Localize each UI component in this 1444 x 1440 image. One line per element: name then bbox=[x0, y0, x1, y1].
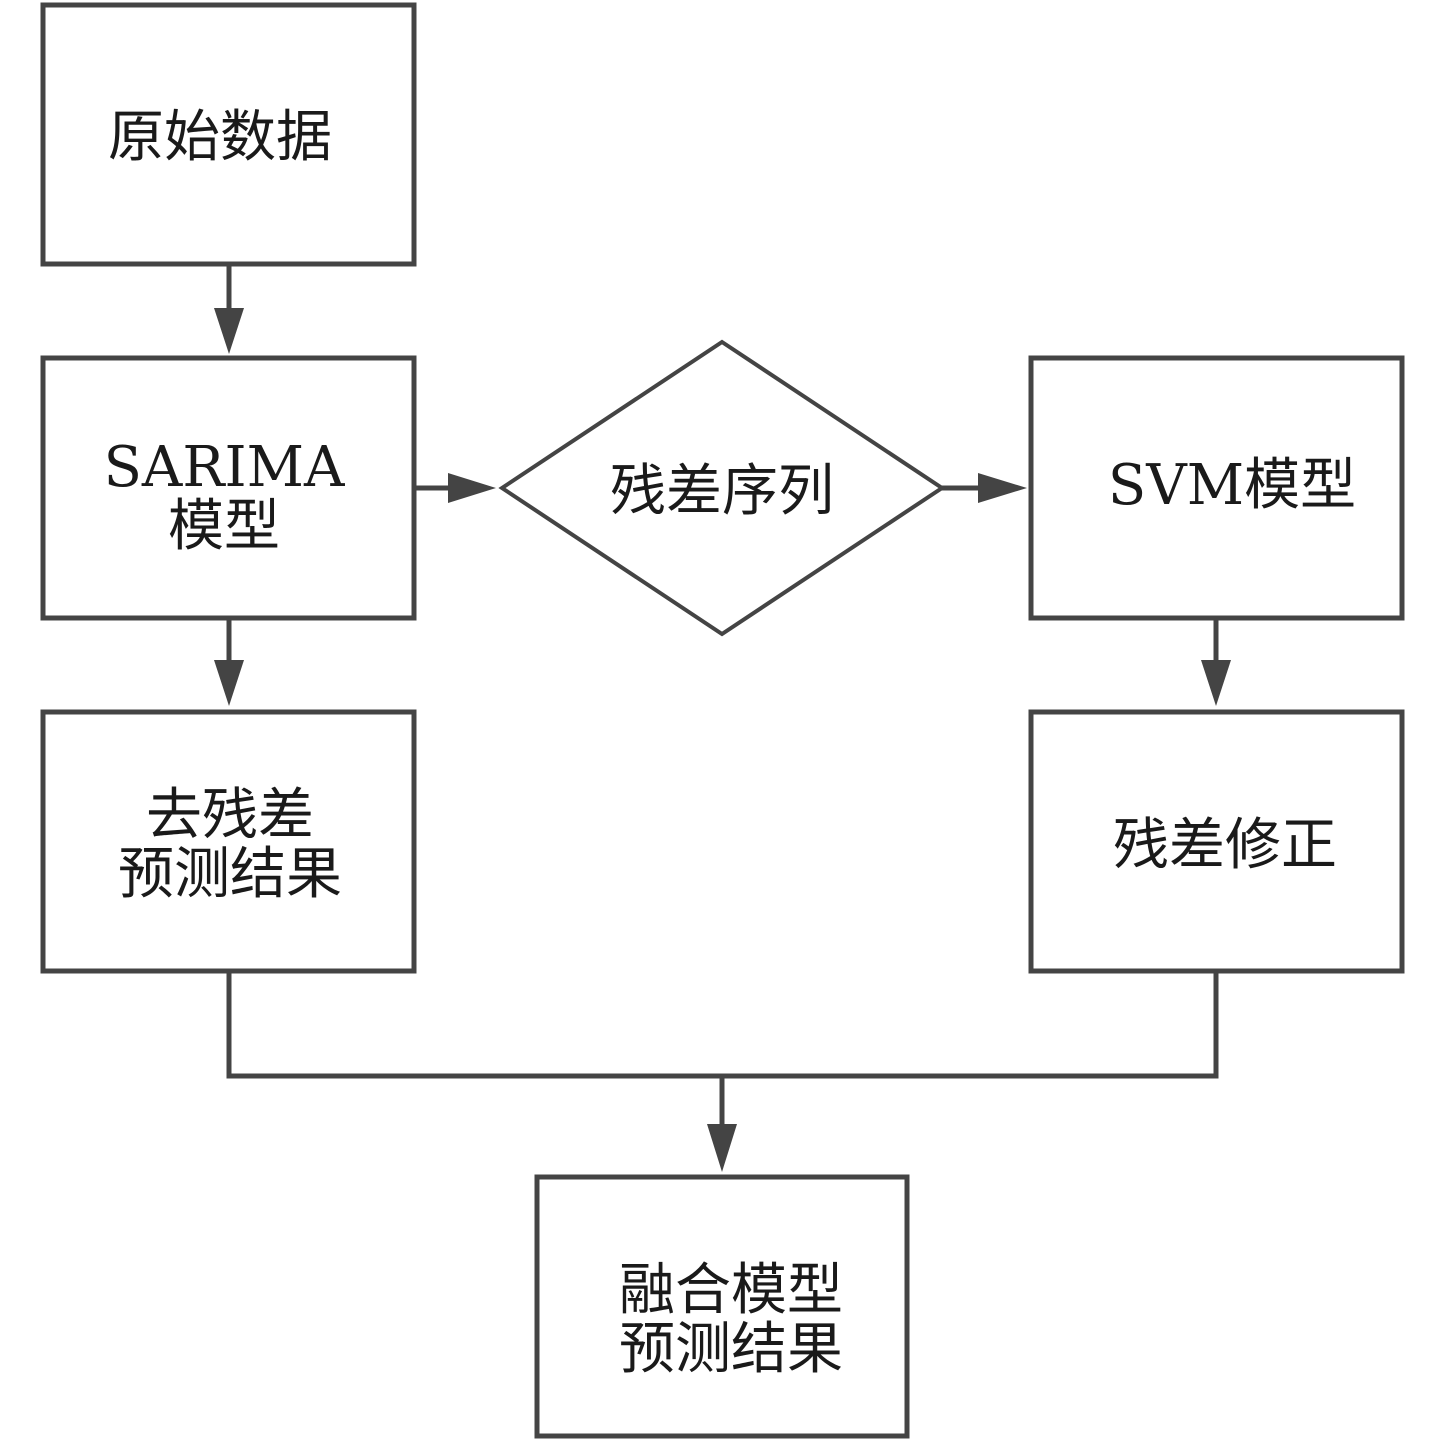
node-raw-data-label: 原始数据 bbox=[108, 105, 332, 170]
edge-svm-to-residual-correction bbox=[1201, 618, 1231, 706]
node-sarima-model-label-line1: SARIMA bbox=[104, 435, 345, 500]
node-residual-correction: 残差修正 bbox=[1028, 709, 1405, 974]
node-residual-correction-label: 残差修正 bbox=[1113, 813, 1337, 878]
edge-merge-to-fusion-forecast bbox=[226, 971, 1219, 1172]
edge-residual-series-to-svm bbox=[942, 473, 1027, 503]
edge-sarima-to-residual-removed-forecast bbox=[214, 618, 244, 706]
node-svm-model: SVM模型 bbox=[1028, 355, 1405, 621]
node-residual-removed-forecast-label-line2: 预测结果 bbox=[118, 842, 342, 907]
node-fusion-forecast-label-line1: 融合模型 bbox=[619, 1258, 843, 1323]
node-fusion-forecast: 融合模型 预测结果 bbox=[534, 1174, 910, 1439]
node-fusion-forecast-label-line2: 预测结果 bbox=[619, 1317, 843, 1382]
node-raw-data: 原始数据 bbox=[40, 2, 417, 267]
node-sarima-model-label-line2: 模型 bbox=[168, 494, 280, 559]
node-residual-series-label: 残差序列 bbox=[610, 459, 834, 524]
node-residual-series: 残差序列 bbox=[498, 339, 946, 637]
node-svm-model-label: SVM模型 bbox=[1108, 453, 1356, 518]
edge-sarima-to-residual-series bbox=[414, 473, 496, 503]
connectors bbox=[214, 264, 1231, 1172]
node-residual-removed-forecast-label-line1: 去残差 bbox=[146, 783, 314, 848]
node-residual-removed-forecast: 去残差 预测结果 bbox=[40, 709, 417, 974]
edge-raw-data-to-sarima bbox=[214, 264, 244, 354]
node-sarima-model: SARIMA 模型 bbox=[40, 355, 417, 621]
